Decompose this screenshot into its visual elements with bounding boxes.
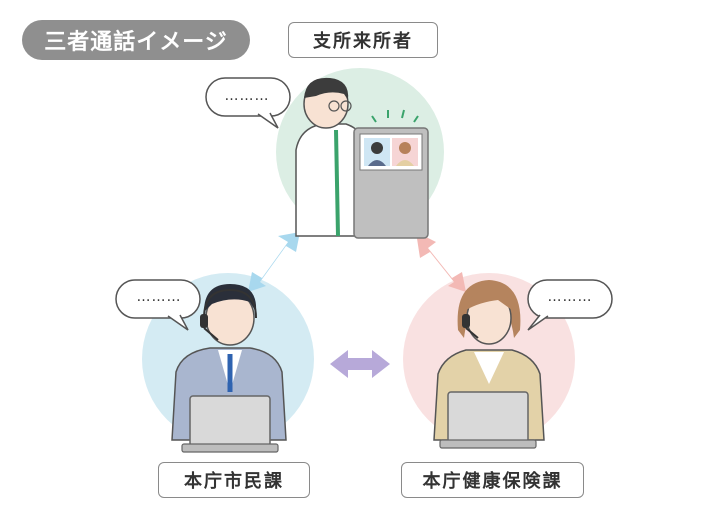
arrow-city-health xyxy=(330,350,390,378)
arrow-visitor-health xyxy=(416,232,466,292)
speech-text-city: ……… xyxy=(136,289,182,305)
health-laptop-icon xyxy=(439,391,537,449)
speech-bubble-city xyxy=(115,279,201,331)
label-visitor: 支所来所者 xyxy=(288,22,438,58)
label-city-office: 本庁市民課 xyxy=(158,462,310,498)
arrow-visitor-city xyxy=(248,232,300,292)
speech-text-health: ……… xyxy=(547,289,593,305)
speech-bubble-visitor xyxy=(205,77,291,129)
kiosk-icon xyxy=(353,109,429,239)
speech-bubble-health xyxy=(527,279,613,331)
speech-text-visitor: ……… xyxy=(224,88,270,104)
label-health-office: 本庁健康保険課 xyxy=(401,462,584,498)
diagram-title: 三者通話イメージ xyxy=(22,20,250,60)
city-laptop-icon xyxy=(181,395,279,453)
